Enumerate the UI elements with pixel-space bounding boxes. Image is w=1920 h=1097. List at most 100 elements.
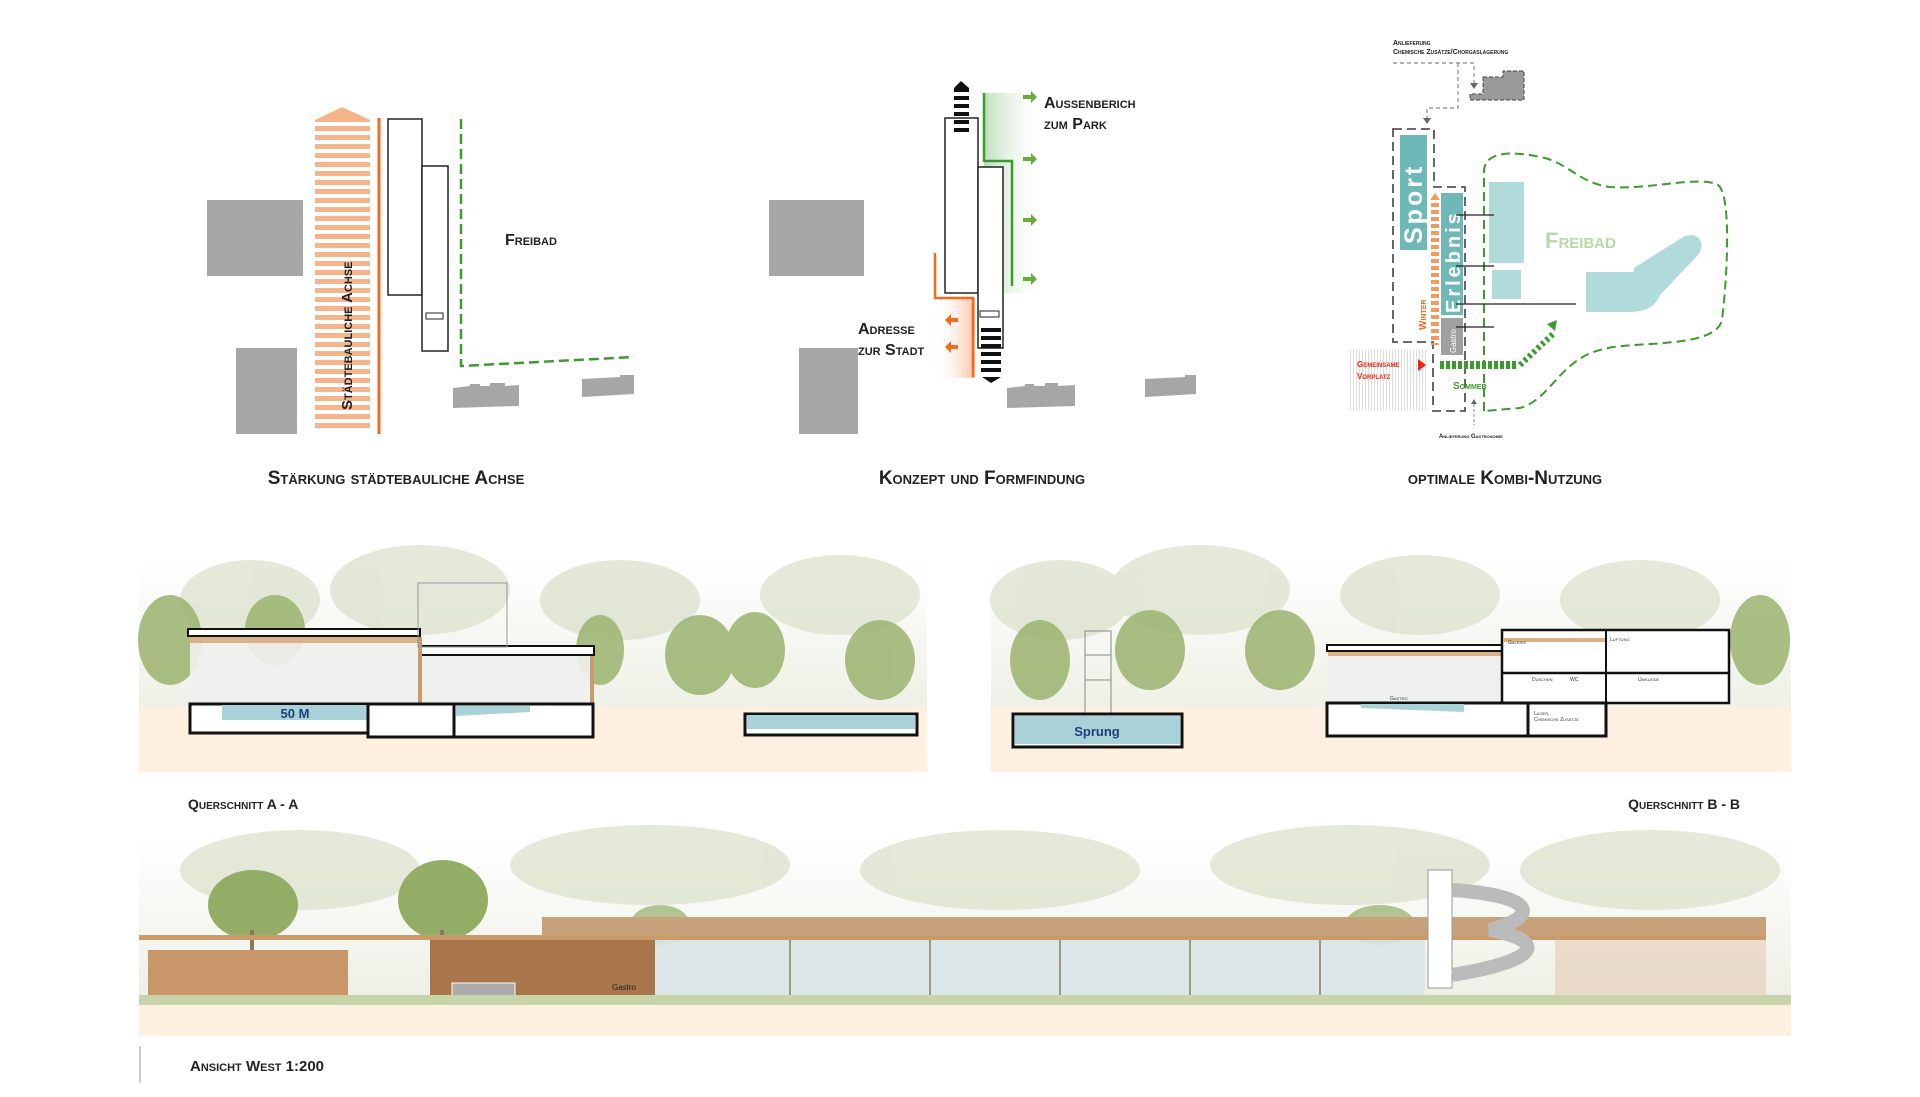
axis-stripes <box>315 120 370 431</box>
hall-interior <box>1328 652 1501 703</box>
roof <box>187 628 421 637</box>
delivery-bottom: Anlieferung Gastronomie <box>1439 434 1503 440</box>
winter-arrow <box>1430 193 1440 200</box>
chemical-storage <box>1469 70 1525 101</box>
city-label-line2: zur Stadt <box>858 342 925 359</box>
erlebnis-block <box>1441 193 1463 315</box>
summer-arrow <box>1547 320 1557 331</box>
vorplatz-line1: Gemeinsame <box>1357 360 1400 369</box>
pool-water <box>222 705 368 720</box>
outdoor-pool <box>1492 270 1521 299</box>
outdoor-pool-large <box>1586 235 1702 312</box>
connection-arrows <box>1456 214 1576 328</box>
building-outline <box>421 165 449 352</box>
neighbor-building <box>207 200 303 276</box>
pool-water <box>1361 704 1464 712</box>
axis-arrow-head <box>315 107 370 120</box>
freibad-label: Freibad <box>1545 228 1616 253</box>
small-building <box>582 375 634 397</box>
freibad-boundary <box>459 119 635 368</box>
summer-path <box>1440 361 1518 369</box>
building-block <box>1500 628 1731 705</box>
small-building <box>453 383 519 408</box>
park-label-line1: Aussenberich <box>1044 95 1136 112</box>
park-label-line2: zum Park <box>1044 116 1107 133</box>
room-lueftung: Lüftung <box>1610 637 1629 643</box>
pool-water <box>1015 716 1180 744</box>
room-umkleide: Umkleide <box>1638 677 1660 683</box>
mullions <box>789 940 1321 995</box>
entrance-mark <box>979 310 1000 318</box>
delivery-top-line1: Anlieferung <box>1393 40 1431 47</box>
lawn <box>139 995 1791 1005</box>
erlebnis-label: Erlebnis <box>1443 210 1465 313</box>
city-edge <box>933 253 975 377</box>
delivery-arrow <box>1470 83 1478 89</box>
hall-interior <box>421 656 593 705</box>
elevation-west: Gastro Ansicht West 1:200 <box>139 825 1791 1083</box>
background-trees <box>990 545 1720 640</box>
delivery-arrow <box>1423 118 1431 124</box>
diagram-title: Stärkung städtebauliche Achse <box>268 468 525 489</box>
freibad-boundary <box>1483 152 1729 413</box>
summer-path <box>1517 330 1557 368</box>
room-lager-line2: Chemische Zusätze <box>1534 717 1579 723</box>
room-wc: WC <box>1570 677 1579 683</box>
diagram-combined-use: Anlieferung Chemische Zusätze/Chorgaslag… <box>1350 40 1729 489</box>
section-a-a: 50 M Querschnitt A - A <box>138 545 927 812</box>
city-arrows <box>945 314 958 353</box>
wood-facade <box>148 950 348 995</box>
room-lager-line1: Lager, <box>1534 711 1550 717</box>
winter-label: Winter <box>1418 300 1429 330</box>
timber-beam <box>190 637 418 643</box>
outdoor-pool <box>1489 182 1524 263</box>
roof-edge <box>139 935 1766 940</box>
basement <box>366 702 456 739</box>
pool-label: Sprung <box>1074 724 1120 739</box>
section-label: Querschnitt B - B <box>1628 796 1740 812</box>
basement <box>1325 701 1608 738</box>
building-outline <box>387 118 423 296</box>
hall-interior <box>190 637 418 705</box>
diagram-urban-axis: Städtebauliche Achse Freibad Stärkung st… <box>207 107 635 489</box>
timber-column <box>418 637 422 705</box>
window <box>451 982 516 997</box>
pool-water <box>747 715 915 729</box>
park-arrows <box>1023 91 1037 285</box>
elevation-label: Ansicht West 1:200 <box>190 1058 324 1075</box>
sommer-label: Sommer <box>1453 381 1487 392</box>
section-b-b: Sprung Gastro Galerie Lüftung Duschen WC… <box>990 545 1791 812</box>
winter-path <box>1431 200 1439 345</box>
building-outline <box>944 117 979 294</box>
timber-beam <box>1503 638 1606 642</box>
delivery-top-line2: Chemische Zusätze/Chorgaslagerung <box>1393 49 1508 56</box>
vorplatz-line2: Vorplatz <box>1357 372 1391 381</box>
room-duschen: Duschen <box>1532 677 1553 683</box>
wood-facade <box>1555 940 1766 995</box>
neighbor-building <box>236 348 297 434</box>
diagram-title: optimale Kombi-Nutzung <box>1408 468 1602 489</box>
forecourt-arrow <box>1418 359 1426 371</box>
section-label: Querschnitt A - A <box>188 796 298 812</box>
ground <box>139 1005 1791 1036</box>
slide-tower <box>1427 869 1453 989</box>
water-slide <box>1450 883 1535 982</box>
city-gradient <box>935 298 975 378</box>
stair-arrow <box>982 377 1001 383</box>
freibad-label: Freibad <box>505 232 557 249</box>
stair-stripes <box>954 88 969 134</box>
roof <box>1326 644 1503 652</box>
gastro-label: Gastro <box>1449 328 1458 353</box>
slide-tower <box>417 582 508 648</box>
pool-label: 50 M <box>281 706 310 721</box>
trees <box>1010 595 1790 700</box>
timber-beam <box>1328 652 1501 656</box>
neighbor-building <box>769 200 864 276</box>
small-building <box>1007 383 1075 408</box>
sport-label: Sport <box>1400 164 1428 244</box>
room-gastro: Gastro <box>1390 696 1408 702</box>
room-galerie: Galerie <box>1508 640 1526 646</box>
pool-water <box>456 706 530 716</box>
timber-column <box>590 656 594 705</box>
sport-block <box>1400 135 1427 250</box>
